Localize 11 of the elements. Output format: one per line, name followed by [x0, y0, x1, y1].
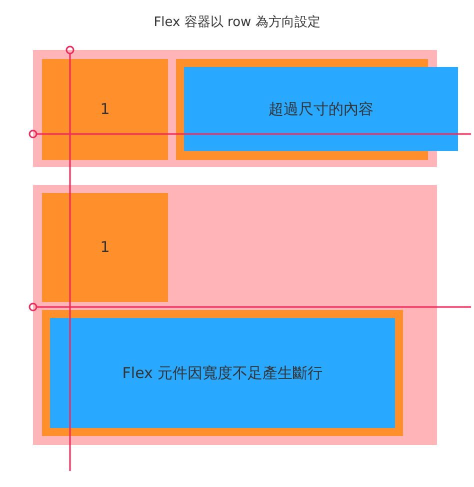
flex-item	[42, 193, 168, 302]
content-box	[50, 318, 395, 428]
flex-item	[42, 59, 168, 160]
flex-container	[33, 185, 437, 445]
title: Flex 容器以 row 為方向設定	[152, 14, 322, 32]
box-label: 1	[100, 237, 110, 258]
content-box	[184, 67, 458, 151]
box-label: 1	[100, 99, 110, 120]
flex-item	[42, 310, 403, 436]
box-label: Flex 元件因寬度不足產生斷行	[122, 362, 323, 384]
box-label: 超過尺寸的內容	[268, 98, 374, 120]
